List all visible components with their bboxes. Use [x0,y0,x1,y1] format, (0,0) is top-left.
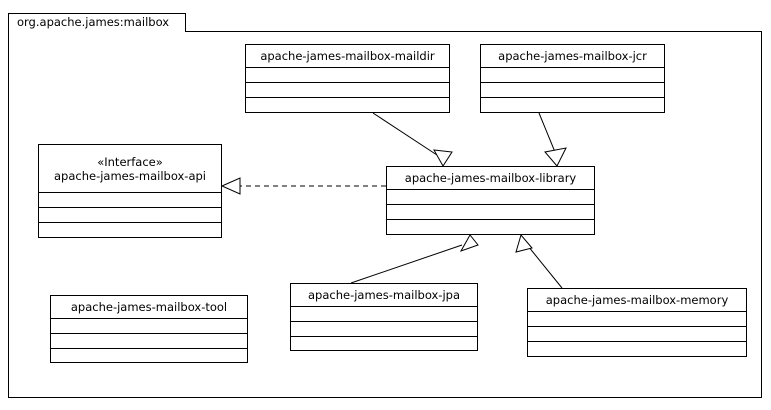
class-header-api: «Interface» apache-james-mailbox-api [39,145,221,193]
class-compartment [387,220,594,235]
class-compartment [481,83,664,98]
class-compartment [51,319,247,334]
class-compartment [246,98,449,113]
class-compartment [39,208,221,223]
package-label: org.apache.james:mailbox [17,15,170,30]
class-compartment [291,337,477,352]
class-compartment [39,223,221,238]
class-stereotype-api: «Interface» [97,154,163,169]
class-header-library: apache-james-mailbox-library [387,167,594,190]
class-box-api[interactable]: «Interface» apache-james-mailbox-api [38,144,222,238]
class-compartment [291,307,477,322]
class-box-jpa[interactable]: apache-james-mailbox-jpa [290,283,478,351]
class-compartment [528,342,746,357]
class-box-maildir[interactable]: apache-james-mailbox-maildir [245,44,450,113]
class-header-maildir: apache-james-mailbox-maildir [246,45,449,68]
class-compartment [387,190,594,205]
class-box-memory[interactable]: apache-james-mailbox-memory [527,288,747,357]
class-compartment [39,193,221,208]
class-compartment [528,327,746,342]
class-name-jpa: apache-james-mailbox-jpa [307,288,460,302]
class-compartment [481,68,664,83]
class-name-tool: apache-james-mailbox-tool [70,300,228,314]
class-compartment [291,322,477,337]
class-compartment [246,68,449,83]
class-name-maildir: apache-james-mailbox-maildir [260,49,435,63]
class-compartment [481,98,664,113]
class-box-library[interactable]: apache-james-mailbox-library [386,166,595,235]
class-header-jcr: apache-james-mailbox-jcr [481,45,664,68]
class-header-memory: apache-james-mailbox-memory [528,289,746,312]
class-name-api: apache-james-mailbox-api [53,168,206,183]
class-header-tool: apache-james-mailbox-tool [51,296,247,319]
class-compartment [387,205,594,220]
class-name-jcr: apache-james-mailbox-jcr [498,49,647,63]
class-name-library: apache-james-mailbox-library [404,171,577,185]
package-tab: org.apache.james:mailbox [8,13,186,32]
class-name-memory: apache-james-mailbox-memory [545,293,729,307]
class-compartment [528,312,746,327]
class-compartment [51,349,247,364]
class-box-jcr[interactable]: apache-james-mailbox-jcr [480,44,665,113]
class-compartment [246,83,449,98]
class-header-jpa: apache-james-mailbox-jpa [291,284,477,307]
class-box-tool[interactable]: apache-james-mailbox-tool [50,295,248,363]
class-compartment [51,334,247,349]
